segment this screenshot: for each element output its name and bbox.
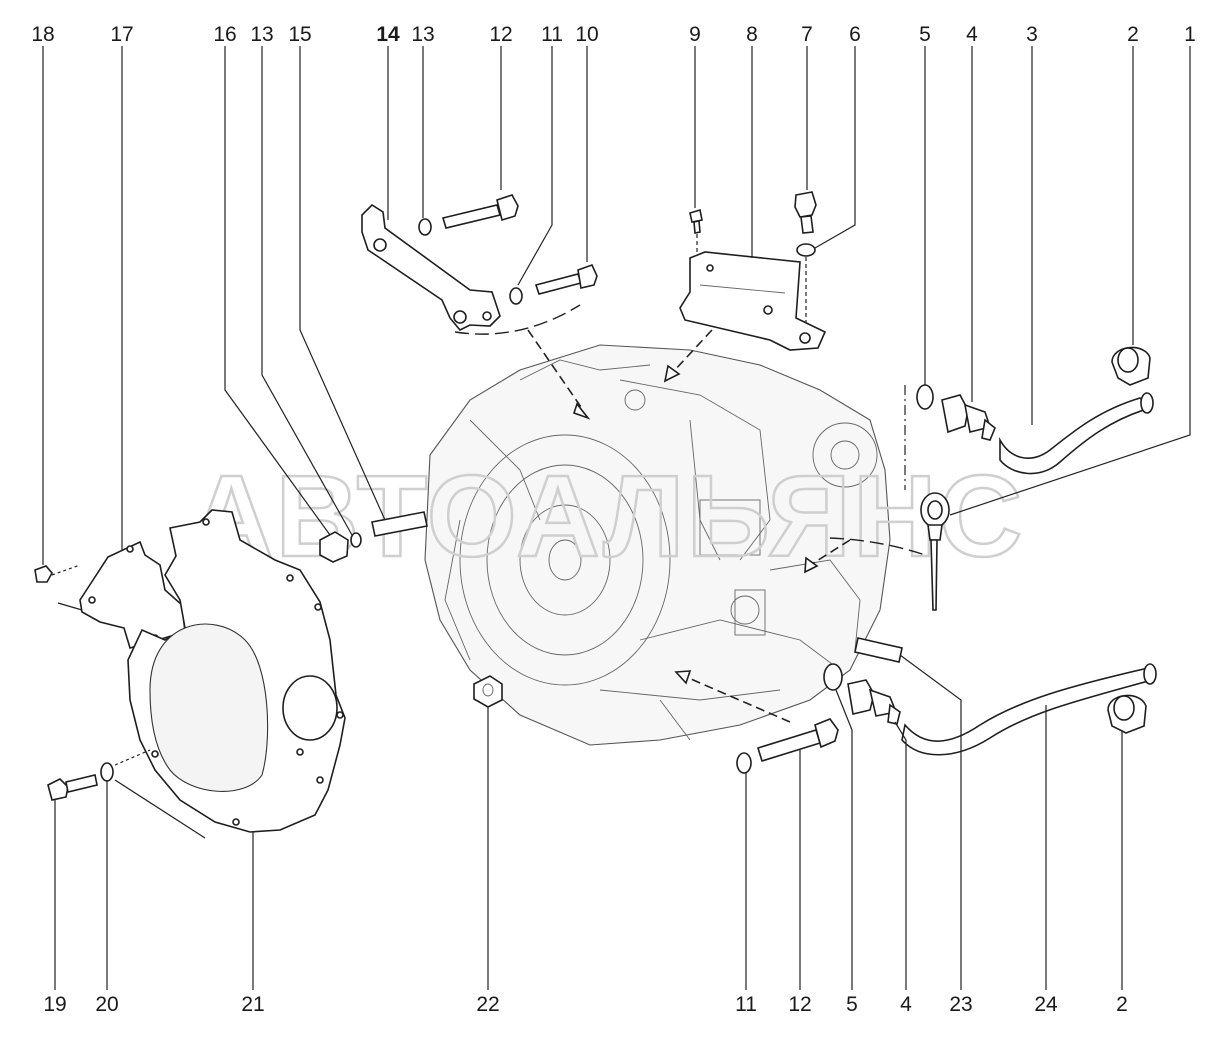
label-11-bottom: 11 — [735, 993, 757, 1016]
dipstick-1 — [920, 492, 950, 611]
washer-6 — [796, 243, 816, 257]
bottom-labels: 19 20 21 22 11 12 5 4 23 24 2 — [43, 993, 1128, 1016]
stud-23 — [854, 637, 903, 663]
bolt-7 — [794, 191, 817, 234]
install-arrow-1 — [811, 539, 851, 565]
install-arc-1 — [829, 537, 926, 556]
clamp-2-bottom — [1107, 694, 1147, 734]
nut-22 — [473, 675, 503, 708]
transmission-housing — [424, 344, 891, 746]
arrow-head-8 — [663, 364, 681, 383]
label-17: 17 — [110, 23, 133, 46]
install-arrow-8 — [672, 329, 713, 373]
bolt-12-bottom — [757, 718, 839, 763]
label-14: 14 — [376, 23, 400, 46]
label-20: 20 — [95, 993, 118, 1016]
label-9: 9 — [689, 23, 701, 46]
washer-5-top — [916, 384, 934, 410]
label-5-bottom: 5 — [846, 993, 858, 1016]
leader-lines — [42, 46, 1191, 990]
label-8: 8 — [746, 23, 758, 46]
label-4-bottom: 4 — [900, 993, 912, 1016]
label-7: 7 — [801, 23, 813, 46]
bolt-9 — [689, 208, 703, 234]
install-arrow-12 — [683, 675, 791, 723]
cover-plate-17 — [79, 540, 186, 649]
fitting-4-bottom — [847, 679, 901, 725]
label-18: 18 — [31, 23, 54, 46]
screw-18 — [34, 565, 53, 583]
arrow-head-12 — [674, 670, 692, 685]
install-arc-14 — [454, 304, 581, 335]
watermark-text: АВТОАЛЬЯНС — [190, 451, 1025, 581]
bracket-8 — [679, 251, 827, 351]
label-21: 21 — [241, 993, 264, 1016]
fitting-4-top — [941, 394, 996, 441]
label-11-top: 11 — [541, 23, 563, 46]
washer-5-bottom — [823, 663, 843, 691]
nut-13-left — [319, 531, 362, 563]
washer-11-top — [509, 287, 523, 305]
label-4-top: 4 — [966, 23, 978, 46]
washer-20 — [100, 762, 114, 782]
label-2-top: 2 — [1127, 23, 1139, 46]
bolt-12-top — [441, 194, 519, 229]
label-16: 16 — [213, 23, 236, 46]
label-1: 1 — [1184, 23, 1196, 46]
install-arrow-14 — [527, 329, 584, 411]
arrow-head-1 — [804, 556, 819, 574]
top-labels: 18 17 16 13 15 14 13 12 11 10 9 8 7 6 5 … — [31, 23, 1196, 46]
adapter-plate-21 — [127, 509, 346, 833]
bolt-19 — [47, 774, 98, 801]
bracket-14 — [361, 203, 501, 331]
clamp-2-top — [1111, 346, 1151, 386]
washer-11-bottom — [736, 752, 752, 774]
label-12-top: 12 — [489, 23, 512, 46]
stud-16 — [371, 511, 428, 537]
label-3: 3 — [1026, 23, 1038, 46]
label-10: 10 — [575, 23, 598, 46]
label-23: 23 — [949, 993, 972, 1016]
washer-13-top — [418, 218, 432, 236]
label-19: 19 — [43, 993, 66, 1016]
label-22: 22 — [476, 993, 499, 1016]
bolt-10 — [534, 263, 598, 295]
arrow-head-14 — [572, 402, 591, 420]
label-13-top: 13 — [411, 23, 434, 46]
hose-3 — [999, 392, 1154, 475]
label-6: 6 — [849, 23, 861, 46]
label-13-left: 13 — [250, 23, 273, 46]
label-24: 24 — [1034, 993, 1058, 1016]
label-15: 15 — [288, 23, 311, 46]
label-12-bottom: 12 — [788, 993, 811, 1016]
label-2-bottom: 2 — [1116, 993, 1128, 1016]
label-5-top: 5 — [919, 23, 931, 46]
hose-24 — [901, 663, 1157, 756]
